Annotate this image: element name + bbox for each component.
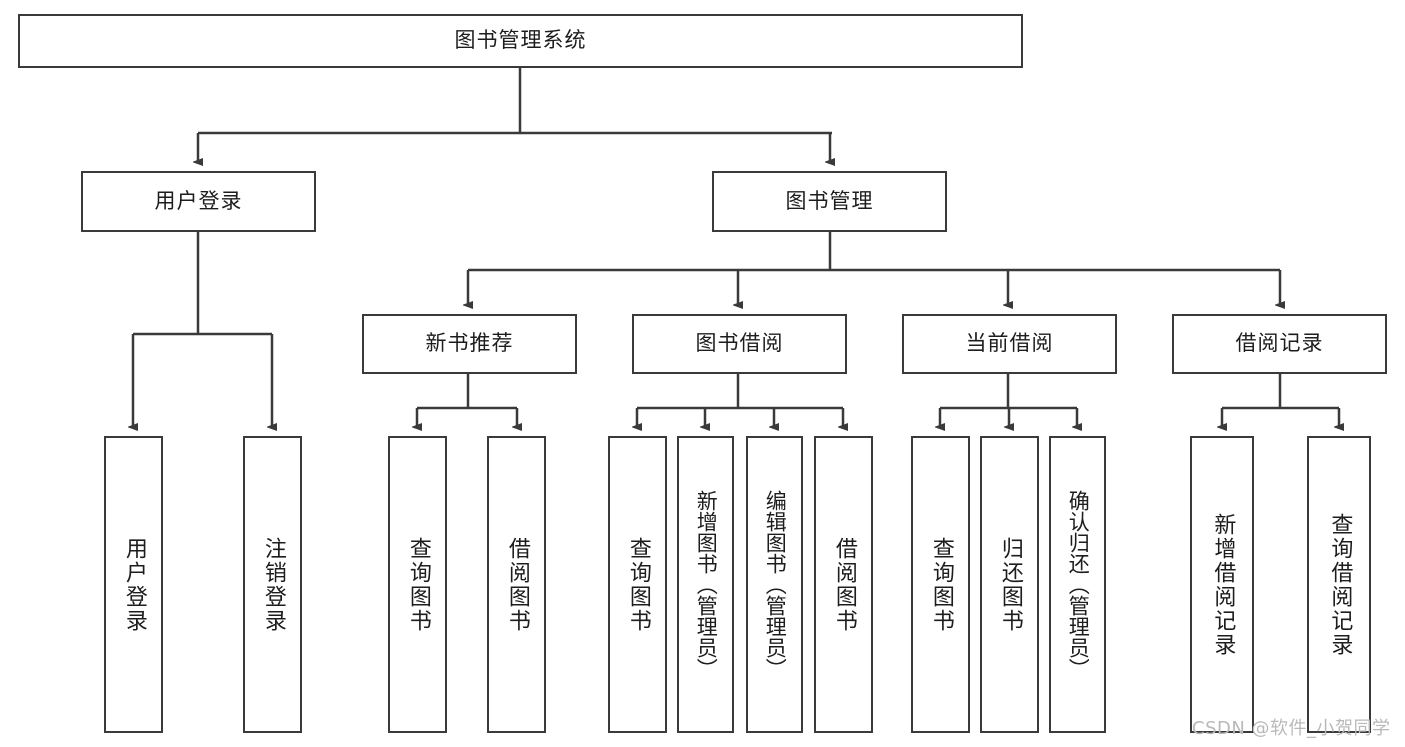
node-label: 查询借阅记录 [1327, 512, 1353, 657]
node-leaf-query-book-borrow[interactable]: 查询图书 [608, 436, 667, 733]
node-label: 当前借阅 [965, 331, 1054, 356]
node-label: 查询图书 [928, 536, 954, 633]
node-leaf-logout[interactable]: 注销登录 [243, 436, 302, 733]
node-leaf-return-book[interactable]: 归还图书 [980, 436, 1039, 733]
node-label: 查询图书 [625, 536, 651, 633]
node-leaf-add-borrow-record[interactable]: 新增借阅记录 [1190, 436, 1254, 733]
node-label: 查询图书 [405, 536, 431, 633]
node-label: 新增图书（管理员） [694, 490, 719, 679]
node-leaf-borrow-book-recommend[interactable]: 借阅图书 [487, 436, 546, 733]
node-leaf-query-book-recommend[interactable]: 查询图书 [388, 436, 447, 733]
node-leaf-add-book-admin[interactable]: 新增图书（管理员） [677, 436, 734, 733]
node-label: 归还图书 [997, 536, 1023, 633]
node-book-management-system[interactable]: 图书管理系统 [18, 14, 1023, 68]
node-label: 图书管理 [785, 188, 874, 213]
node-leaf-borrow-book[interactable]: 借阅图书 [814, 436, 873, 733]
node-new-book-recommend[interactable]: 新书推荐 [362, 314, 577, 374]
node-book-management[interactable]: 图书管理 [712, 171, 947, 232]
node-user-login[interactable]: 用户登录 [81, 171, 316, 232]
node-label: 用户登录 [154, 188, 243, 213]
node-leaf-user-login[interactable]: 用户登录 [104, 436, 163, 733]
node-label: 确认归还（管理员） [1066, 490, 1091, 679]
node-label: 借阅记录 [1235, 331, 1324, 356]
node-label: 图书管理系统 [454, 28, 587, 53]
node-leaf-confirm-return-admin[interactable]: 确认归还（管理员） [1049, 436, 1106, 733]
node-label: 借阅图书 [831, 536, 857, 633]
node-borrow-record[interactable]: 借阅记录 [1172, 314, 1387, 374]
node-label: 用户登录 [121, 536, 147, 633]
node-book-borrow[interactable]: 图书借阅 [632, 314, 847, 374]
csdn-watermark: CSDN @软件_小贺同学 [1192, 718, 1391, 739]
node-label: 借阅图书 [504, 536, 530, 633]
node-leaf-query-book-current[interactable]: 查询图书 [911, 436, 970, 733]
node-leaf-edit-book-admin[interactable]: 编辑图书（管理员） [746, 436, 803, 733]
node-label: 编辑图书（管理员） [763, 490, 788, 679]
node-label: 新增借阅记录 [1210, 512, 1236, 657]
node-label: 图书借阅 [695, 331, 784, 356]
node-current-borrow[interactable]: 当前借阅 [902, 314, 1117, 374]
node-label: 新书推荐 [425, 331, 514, 356]
node-label: 注销登录 [260, 536, 286, 633]
node-leaf-query-borrow-record[interactable]: 查询借阅记录 [1307, 436, 1371, 733]
